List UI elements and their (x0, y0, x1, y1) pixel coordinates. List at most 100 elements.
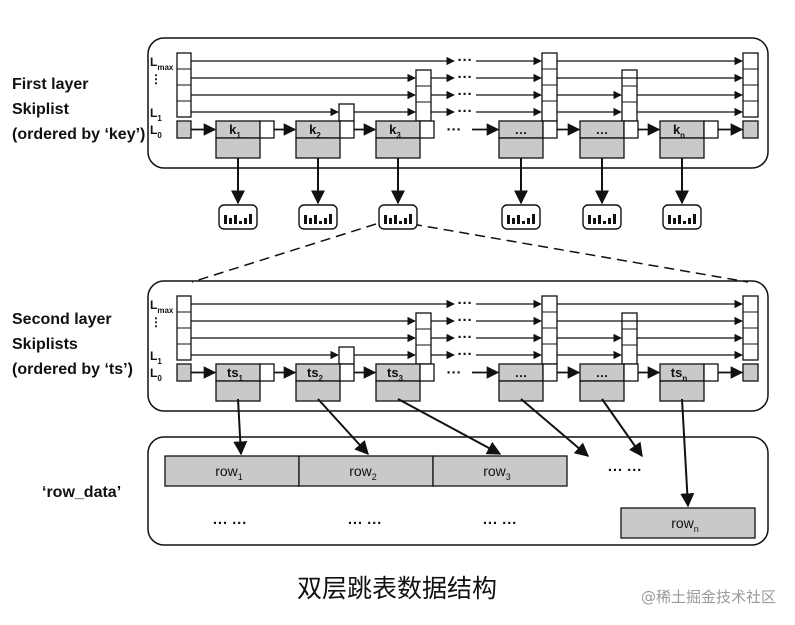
first-layer-node-3-next-pointer-cell (542, 120, 558, 139)
second-layer-node-1-key-label: ts2 (307, 365, 324, 383)
row-data-ellipsis-1: ··· ··· (213, 515, 247, 532)
leaf-icon-bar (668, 215, 671, 224)
leaf-icon-bar (244, 218, 247, 224)
second-layer-node-0-value-cell (215, 380, 261, 402)
second-layer-head-l0-cell (176, 363, 192, 382)
row-block-label-1: row2 (349, 463, 377, 482)
first-layer-label-line-1: First layer (12, 76, 88, 93)
row-pointer-arrow-0 (233, 398, 248, 456)
first-layer-node-2-key-label: k3 (389, 122, 401, 140)
first-layer-node-0-key-label-sub: 1 (236, 131, 241, 140)
leaf-icon-bar (304, 215, 307, 224)
leaf-icon-bar (522, 221, 525, 224)
second-layer-level-label-1-base: ⋮ (150, 315, 162, 329)
leaf-icon-2 (378, 204, 418, 230)
first-layer-level-label-2: L1 (150, 106, 162, 123)
second-layer-node-4-value-cell (579, 380, 625, 402)
row-block-label-2-sub: 3 (506, 472, 511, 482)
first-layer-label-line-3: (ordered by ‘key’) (12, 126, 145, 143)
leaf-icon-bar (224, 215, 227, 224)
second-layer-label-line-2: Skiplists (12, 336, 78, 353)
zoom-dashed-line-right (411, 223, 749, 283)
first-layer-node-5-key-label: kn (673, 122, 685, 140)
first-layer-node-1-value-cell (295, 137, 341, 159)
second-layer-level-label-0-base: L (150, 298, 157, 312)
first-layer-head-l0-cell (176, 120, 192, 139)
leaf-icon-bar (603, 221, 606, 224)
second-layer-level-label-1: ⋮ (150, 315, 162, 329)
second-layer-level-label-2-sub: 1 (157, 357, 162, 366)
row-pointer-arrow-2 (397, 398, 502, 455)
second-layer-label-line-1: Second layer (12, 311, 112, 328)
second-layer-node-5-next-pointer-cell (703, 363, 719, 382)
leaf-icon-5 (662, 204, 702, 230)
second-layer-panel (147, 280, 769, 412)
second_layer-level-3-ellipsis: ··· (458, 346, 473, 363)
leaf-icon-bar (399, 221, 402, 224)
second-layer-node-5-key-label-sub: n (682, 374, 687, 383)
first-layer-node-5-key-label-base: k (673, 122, 681, 137)
row-pointer-arrow-4 (601, 398, 643, 458)
row-data-ellipsis-2: ··· ··· (348, 515, 382, 532)
row-block-2 (432, 455, 568, 487)
leaf-icon-bar (314, 215, 317, 224)
first-layer-tower-1 (415, 69, 432, 122)
second-layer-node-1-value-cell (295, 380, 341, 402)
first-layer-node-3-value-cell (498, 137, 544, 159)
row-block-label-2: row3 (483, 463, 511, 482)
first-layer-node-1-key-label: k2 (309, 122, 321, 140)
first-layer-node-4-next-pointer-cell (623, 120, 639, 139)
second-layer-tower-1 (415, 312, 432, 365)
second-layer-level-label-0-sub: max (157, 306, 174, 315)
leaf-icon-bar (588, 215, 591, 224)
first-layer-level-label-0-sub: max (157, 63, 174, 72)
row-pointer-arrow-3 (520, 398, 590, 457)
first_layer-level-1-ellipsis: ··· (458, 69, 473, 86)
leaf-icon-bar (527, 218, 530, 224)
row-block-label-3-base: row (671, 515, 694, 531)
leaf-icon-bar (683, 221, 686, 224)
second-layer-level-label-2-base: L (150, 349, 157, 363)
second-layer-node-4-next-pointer-cell (623, 363, 639, 382)
row-pointer-arrow-1 (317, 398, 369, 456)
second-layer-node-0-key-label-sub: 1 (239, 374, 244, 383)
first-layer-level-label-3-sub: 0 (157, 131, 162, 140)
row-block-label-0-base: row (215, 463, 238, 479)
leaf-icon-0 (218, 204, 258, 230)
leaf-icon-bar (693, 214, 696, 224)
leaf-icon-bar (384, 215, 387, 224)
second-layer-node-3-key-label: … (515, 365, 528, 380)
first-layer-level-label-0: Lmax (150, 55, 174, 72)
first-layer-node-3-key-label-base: … (515, 122, 528, 137)
first-layer-level-label-2-sub: 1 (157, 114, 162, 123)
row-block-label-1-sub: 2 (372, 472, 377, 482)
leaf-icon-bar (409, 214, 412, 224)
leaf-icon-bar (249, 214, 252, 224)
second-layer-node-0-next-pointer-cell (259, 363, 275, 382)
leaf-icon-bar (512, 218, 515, 224)
first-layer-node-3-key-label: … (515, 122, 528, 137)
second-layer-node-4-key-label-base: … (596, 365, 609, 380)
second-layer-node-3-next-pointer-cell (542, 363, 558, 382)
second-layer-level-label-0: Lmax (150, 298, 174, 315)
second-layer-node-2-key-label: ts3 (387, 365, 404, 383)
second-layer-node-3-value-cell (498, 380, 544, 402)
first-layer-node-1-key-label-base: k (309, 122, 317, 137)
second-layer-level-label-3-sub: 0 (157, 374, 162, 383)
row-pointer-arrow-5 (680, 398, 695, 508)
first-layer-leaf-icons (218, 158, 702, 230)
figure-caption: 双层跳表数据结构 (297, 574, 497, 603)
leaf-icon-bar (532, 214, 535, 224)
row-block-label-0: row1 (215, 463, 243, 482)
first-layer-level-label-0-base: L (150, 55, 157, 69)
leaf-icon-bar (234, 215, 237, 224)
second-layer-tower-0 (338, 346, 355, 365)
first-layer-node-2-key-label-base: k (389, 122, 397, 137)
second-layer-node-5-key-label-base: ts (671, 365, 683, 380)
leaf-icon-bar (613, 214, 616, 224)
second-layer-node-1-key-label-base: ts (307, 365, 319, 380)
second-layer-node-2-value-cell (375, 380, 421, 402)
